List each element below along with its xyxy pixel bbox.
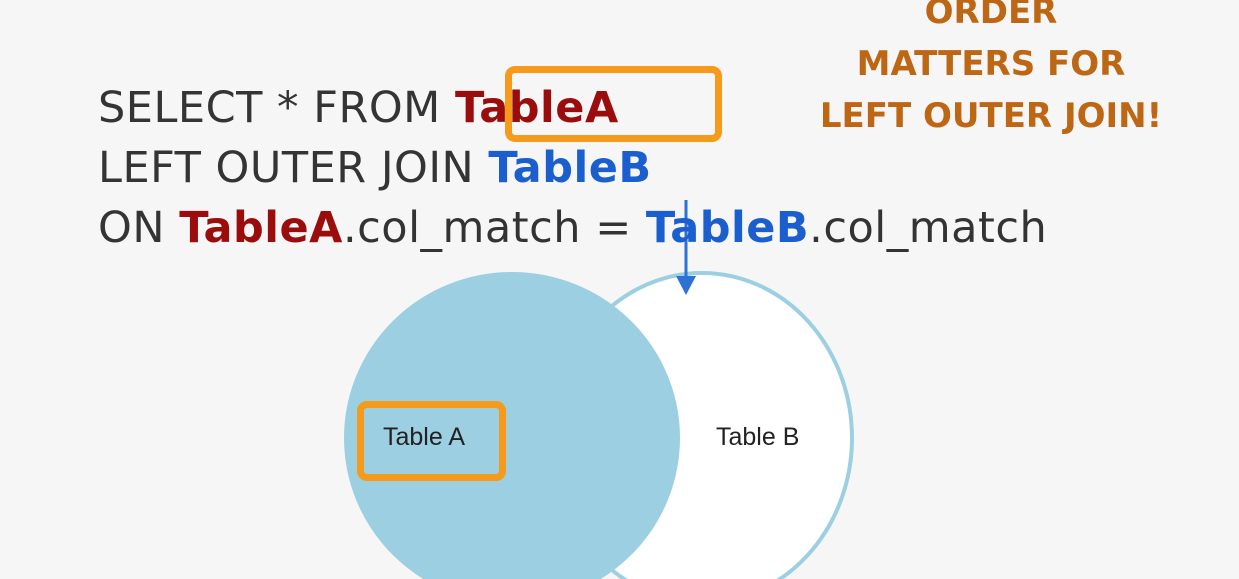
- sql-line-join: LEFT OUTER JOIN TableB: [98, 138, 1047, 198]
- sql-keyword-join: LEFT OUTER JOIN: [98, 143, 489, 193]
- sql-line-select: SELECT * FROM TableA: [98, 78, 1047, 138]
- venn-circle-table-b: [550, 271, 854, 579]
- sql-keyword-select: SELECT * FROM: [98, 83, 455, 133]
- sql-on-table-a: TableA: [179, 203, 343, 253]
- sql-table-a: TableA: [454, 83, 619, 133]
- sql-line-on: ON TableA.col_match = TableB.col_match: [98, 198, 1047, 258]
- sql-query: SELECT * FROM TableA LEFT OUTER JOIN Tab…: [98, 78, 1047, 258]
- sql-col-b: .col_match: [809, 203, 1048, 253]
- note-line-2: MATTERS FOR: [856, 44, 1126, 84]
- venn-label-table-a: Table A: [383, 423, 466, 451]
- sql-keyword-on: ON: [98, 203, 180, 253]
- sql-on-table-b: TableB: [645, 203, 810, 253]
- order-matters-note: ORDER MATTERS FOR LEFT OUTER JOIN!: [776, 0, 1206, 142]
- highlight-sql-table-a: [505, 66, 722, 142]
- note-line-1: ORDER: [924, 0, 1058, 32]
- highlight-venn-table-a: [357, 401, 506, 481]
- arrow-head-icon: [676, 276, 696, 295]
- sql-col-a: .col_match =: [342, 203, 646, 253]
- sql-table-b: TableB: [488, 143, 652, 193]
- note-line-3: LEFT OUTER JOIN!: [819, 96, 1163, 136]
- venn-label-table-b: Table B: [716, 423, 800, 451]
